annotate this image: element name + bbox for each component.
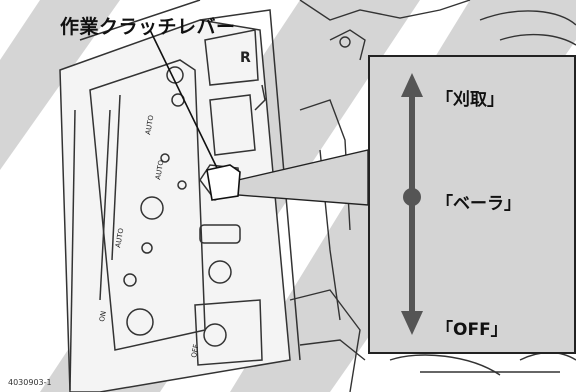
position-middle-label: 「ベーラ」 bbox=[436, 194, 521, 214]
position-bottom-label: 「OFF」 bbox=[436, 320, 508, 340]
on-label: ON bbox=[98, 310, 108, 322]
position-top-label: 「刈取」 bbox=[436, 90, 504, 110]
double-headed-arrow-icon bbox=[401, 73, 423, 335]
auto-label-3: AUTO bbox=[114, 227, 125, 248]
lever-knob-icon bbox=[206, 164, 241, 201]
auto-label-2: AUTO bbox=[154, 159, 165, 180]
r-mark: R bbox=[240, 50, 251, 66]
lever-positions-box: 「刈取」 「ベーラ」 「OFF」 bbox=[368, 55, 576, 354]
off-label: OFF bbox=[190, 344, 200, 359]
figure-id: 4030903-1 bbox=[8, 378, 52, 387]
title-leader-line bbox=[149, 29, 219, 171]
lever-title: 作業クラッチレバー bbox=[60, 16, 236, 38]
auto-label-1: AUTO bbox=[144, 114, 155, 135]
